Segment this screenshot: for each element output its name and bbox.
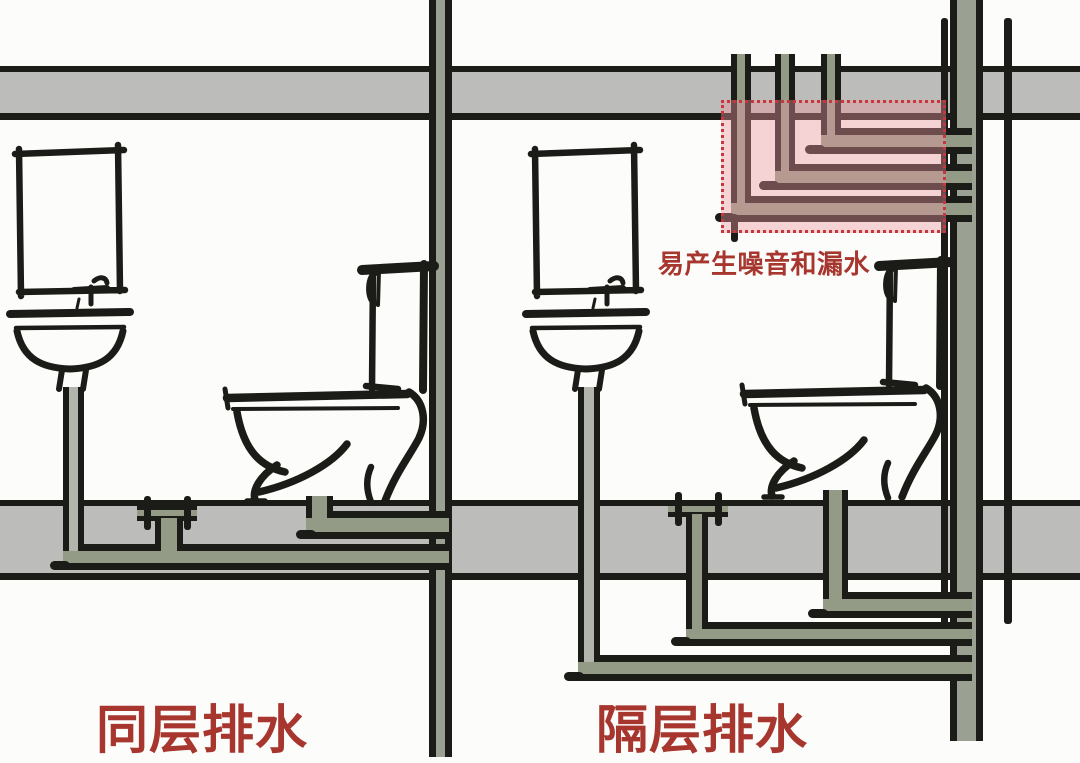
floor-drain-tick bbox=[715, 492, 722, 526]
pipe-stub bbox=[731, 214, 738, 242]
floor-drain-tick bbox=[184, 496, 191, 530]
pipe-endcap bbox=[759, 181, 779, 190]
ceiling-branch-pipe-2 bbox=[775, 164, 972, 190]
left-floor-drain-stem bbox=[155, 518, 183, 551]
pipe-endcap bbox=[296, 530, 316, 539]
floor-drain-tick bbox=[675, 492, 682, 526]
right-sink-drain-pipe bbox=[578, 387, 600, 662]
pipe-endcap bbox=[805, 145, 825, 154]
right-toilet-drawing bbox=[742, 260, 951, 498]
warning-label: 易产生噪音和漏水 bbox=[658, 250, 871, 280]
shaft-wall-line-outer bbox=[1004, 18, 1012, 624]
pipe-endcap bbox=[715, 213, 735, 222]
pipe-endcap bbox=[564, 672, 584, 681]
right-toilet-drain-pipe bbox=[823, 490, 848, 599]
ceiling-drop-pipe-2 bbox=[775, 54, 795, 171]
ceiling-branch-pipe-3 bbox=[821, 128, 972, 154]
pipe-endcap bbox=[50, 561, 70, 570]
ceiling-drop-pipe-3 bbox=[821, 54, 841, 135]
shaft-wall-line-inner bbox=[941, 18, 948, 630]
left-system-label: 同层排水 bbox=[96, 701, 309, 761]
right-system-label: 隔层排水 bbox=[596, 701, 809, 761]
left-toilet-drawing bbox=[225, 264, 434, 502]
left-toilet-drain-pipe bbox=[306, 496, 333, 518]
ceiling-slab bbox=[0, 66, 1080, 120]
floor-drain-tick bbox=[144, 496, 151, 530]
left-sink-branch-pipe bbox=[63, 544, 449, 570]
right-sink-branch-pipe bbox=[578, 655, 972, 681]
ceiling-branch-pipe-1 bbox=[731, 196, 972, 222]
right-sink-drawing bbox=[526, 145, 646, 389]
left-sink-drain-pipe bbox=[63, 387, 84, 551]
ceiling-drop-pipe-1 bbox=[731, 54, 751, 203]
noise-leak-highlight-box bbox=[721, 100, 946, 233]
pipe-endcap bbox=[808, 609, 828, 618]
left-sink-drawing bbox=[10, 145, 130, 389]
right-floor-drain-branch-pipe bbox=[686, 622, 972, 646]
pipe-endcap bbox=[671, 637, 691, 646]
right-floor-drain-stem bbox=[686, 514, 708, 629]
left-toilet-branch-pipe bbox=[306, 511, 449, 539]
